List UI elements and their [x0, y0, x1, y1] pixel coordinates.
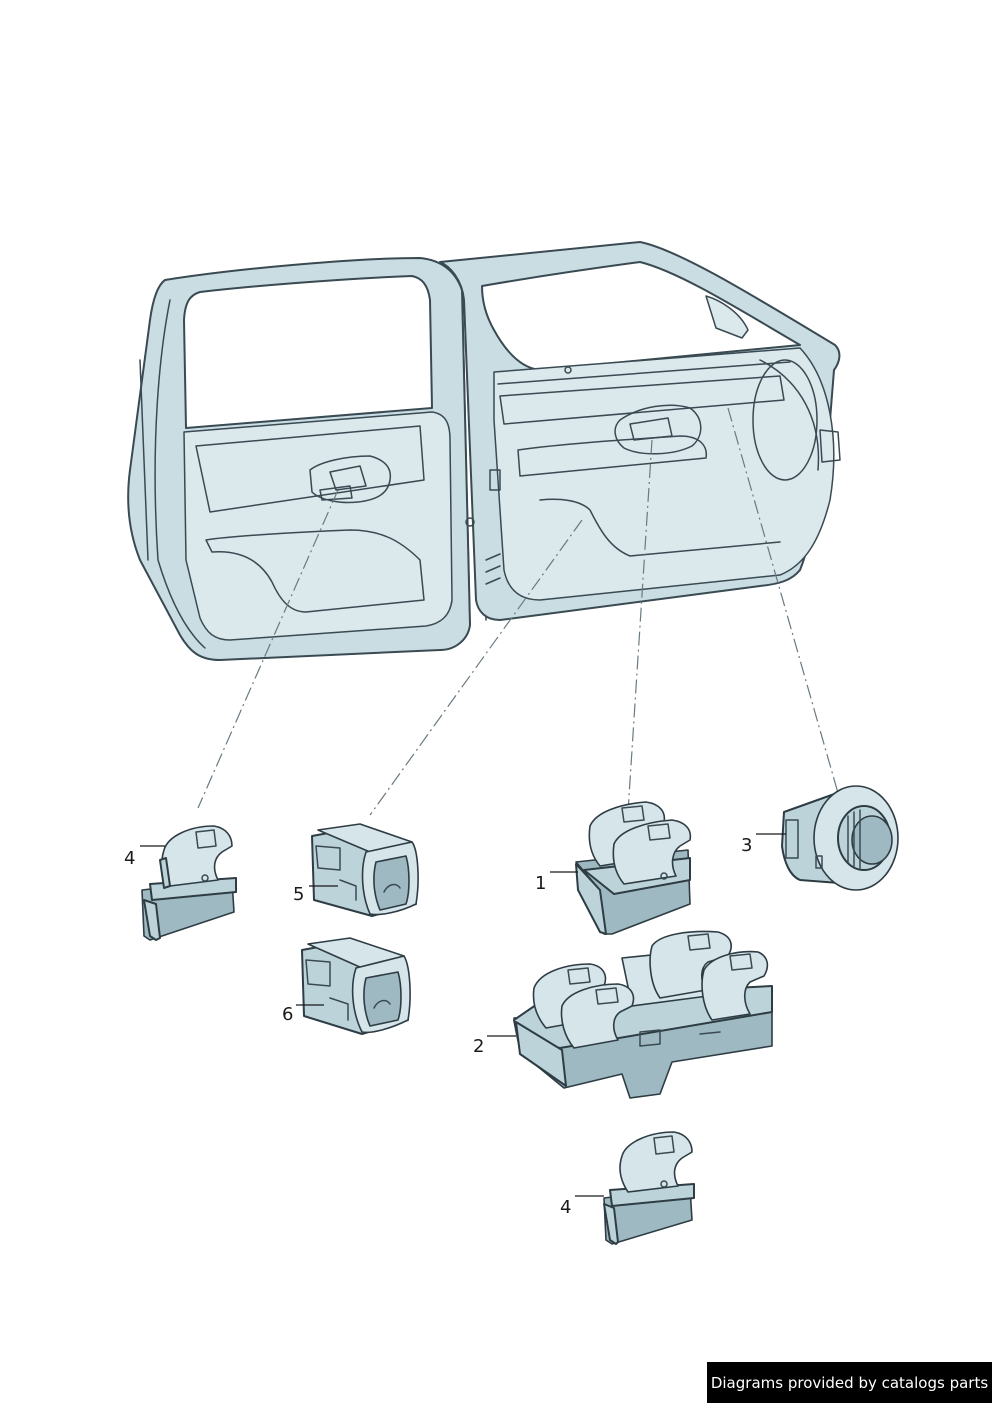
part-4-switch-left [141, 825, 237, 941]
callout-1: 1 [535, 873, 547, 894]
callout-4-bottom: 4 [560, 1197, 572, 1218]
callout-2: 2 [473, 1036, 485, 1057]
part-1-switch [575, 801, 692, 935]
callout-3: 3 [741, 835, 753, 856]
part-2-switch-panel [513, 930, 773, 1099]
credit-banner: Diagrams provided by catalogs parts [707, 1362, 992, 1403]
callout-6: 6 [282, 1004, 294, 1025]
door-assembly-illustration [127, 241, 841, 661]
part-3-mirror-switch [781, 785, 899, 891]
callout-5: 5 [293, 884, 305, 905]
part-5-switch [311, 823, 419, 917]
part-6-switch [301, 937, 411, 1035]
callout-leaders [140, 833, 786, 1197]
part-4-switch-bottom [603, 1131, 695, 1245]
callout-4-left: 4 [124, 848, 136, 869]
reference-lines [197, 407, 841, 816]
